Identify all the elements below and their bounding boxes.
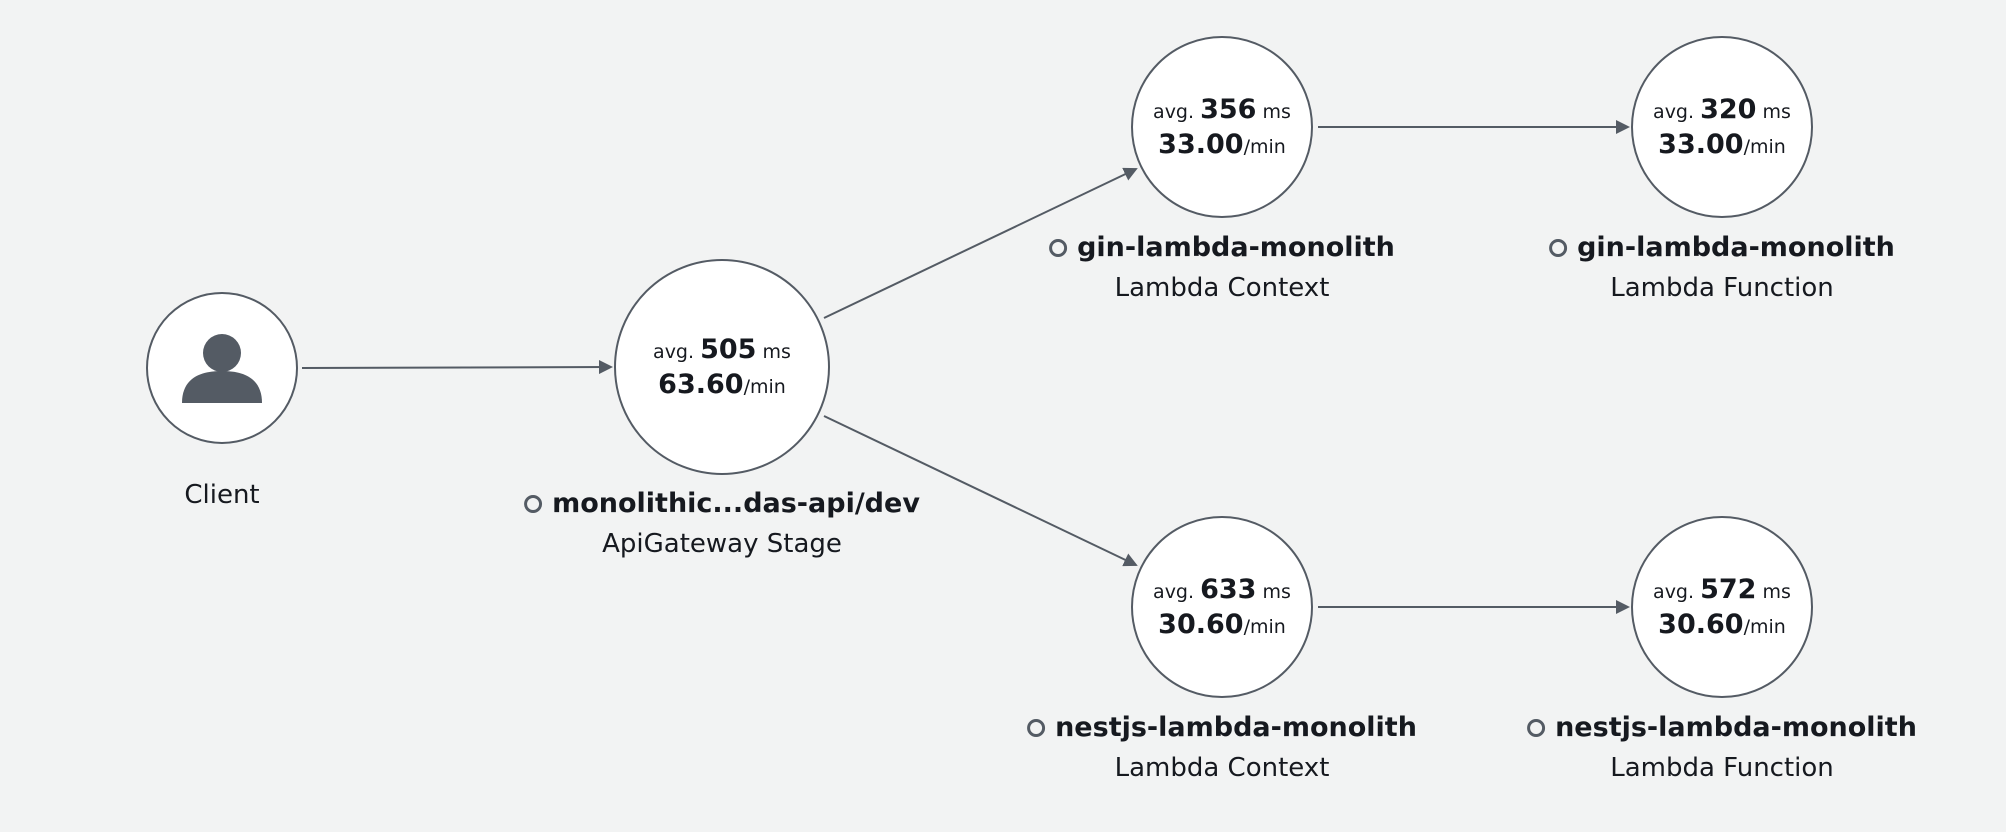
request-rate: 63.60/min bbox=[658, 369, 786, 400]
avg-latency: avg. 633 ms bbox=[1153, 574, 1291, 605]
edge-client-to-apigw[interactable] bbox=[301, 360, 613, 375]
node-type: Lambda Context bbox=[1114, 753, 1330, 783]
node-type: Lambda Context bbox=[1114, 273, 1330, 303]
avg-value: 633 bbox=[1200, 574, 1257, 605]
rate-unit: /min bbox=[1743, 616, 1786, 638]
avg-latency: avg. 356 ms bbox=[1153, 94, 1291, 125]
request-rate: 33.00/min bbox=[1658, 129, 1786, 160]
rate-value: 33.00 bbox=[1158, 129, 1244, 160]
node-name[interactable]: nestjs-lambda-monolith bbox=[1555, 712, 1917, 743]
request-rate: 30.60/min bbox=[1658, 609, 1786, 640]
status-indicator-icon bbox=[524, 494, 543, 513]
status-indicator-icon bbox=[1027, 718, 1046, 737]
status-indicator-icon bbox=[1549, 238, 1568, 257]
avg-prefix: avg. bbox=[1653, 101, 1695, 123]
avg-prefix: avg. bbox=[653, 341, 695, 363]
avg-latency: avg. 572 ms bbox=[1653, 574, 1791, 605]
avg-prefix: avg. bbox=[1153, 101, 1195, 123]
node-type: ApiGateway Stage bbox=[602, 529, 842, 559]
gin-context-label-group: gin-lambda-monolith Lambda Context bbox=[1049, 232, 1395, 303]
gin-function-node[interactable]: avg. 320 ms 33.00/min bbox=[1631, 36, 1813, 218]
node-name[interactable]: gin-lambda-monolith bbox=[1577, 232, 1895, 263]
user-icon bbox=[182, 334, 262, 403]
nest-context-label-group: nestjs-lambda-monolith Lambda Context bbox=[1027, 712, 1417, 783]
avg-unit: ms bbox=[1762, 101, 1791, 123]
node-name[interactable]: gin-lambda-monolith bbox=[1077, 232, 1395, 263]
rate-unit: /min bbox=[743, 376, 786, 398]
avg-unit: ms bbox=[1262, 581, 1291, 603]
node-type: Lambda Function bbox=[1610, 273, 1834, 303]
node-name[interactable]: monolithic...das-api/dev bbox=[552, 488, 920, 519]
status-indicator-icon bbox=[1049, 238, 1068, 257]
gin-function-label-group: gin-lambda-monolith Lambda Function bbox=[1549, 232, 1895, 303]
avg-latency: avg. 505 ms bbox=[653, 334, 791, 365]
avg-unit: ms bbox=[1762, 581, 1791, 603]
avg-value: 572 bbox=[1700, 574, 1757, 605]
rate-value: 63.60 bbox=[658, 369, 744, 400]
status-indicator-icon bbox=[1527, 718, 1546, 737]
rate-unit: /min bbox=[1743, 136, 1786, 158]
node-name[interactable]: nestjs-lambda-monolith bbox=[1055, 712, 1417, 743]
rate-value: 30.60 bbox=[1158, 609, 1244, 640]
client-label: Client bbox=[184, 480, 260, 510]
rate-unit: /min bbox=[1243, 616, 1286, 638]
gin-context-node[interactable]: avg. 356 ms 33.00/min bbox=[1131, 36, 1313, 218]
request-rate: 30.60/min bbox=[1158, 609, 1286, 640]
nest-context-node[interactable]: avg. 633 ms 30.60/min bbox=[1131, 516, 1313, 698]
rate-value: 30.60 bbox=[1658, 609, 1744, 640]
avg-value: 356 bbox=[1200, 94, 1257, 125]
client-node[interactable] bbox=[146, 292, 298, 444]
edge-apigw-to-nest-context[interactable] bbox=[823, 415, 1138, 567]
apigw-node[interactable]: avg. 505 ms 63.60/min bbox=[614, 259, 830, 475]
rate-value: 33.00 bbox=[1658, 129, 1744, 160]
avg-prefix: avg. bbox=[1153, 581, 1195, 603]
apigw-label-group: monolithic...das-api/dev ApiGateway Stag… bbox=[524, 488, 920, 559]
avg-prefix: avg. bbox=[1653, 581, 1695, 603]
nest-function-node[interactable]: avg. 572 ms 30.60/min bbox=[1631, 516, 1813, 698]
avg-latency: avg. 320 ms bbox=[1653, 94, 1791, 125]
avg-value: 320 bbox=[1700, 94, 1757, 125]
rate-unit: /min bbox=[1243, 136, 1286, 158]
client-label-group: Client bbox=[184, 480, 259, 510]
request-rate: 33.00/min bbox=[1158, 129, 1286, 160]
avg-unit: ms bbox=[762, 341, 791, 363]
edge-apigw-to-gin-context[interactable] bbox=[823, 167, 1138, 319]
node-type: Lambda Function bbox=[1610, 753, 1834, 783]
avg-unit: ms bbox=[1262, 101, 1291, 123]
avg-value: 505 bbox=[700, 334, 757, 365]
nest-function-label-group: nestjs-lambda-monolith Lambda Function bbox=[1527, 712, 1917, 783]
